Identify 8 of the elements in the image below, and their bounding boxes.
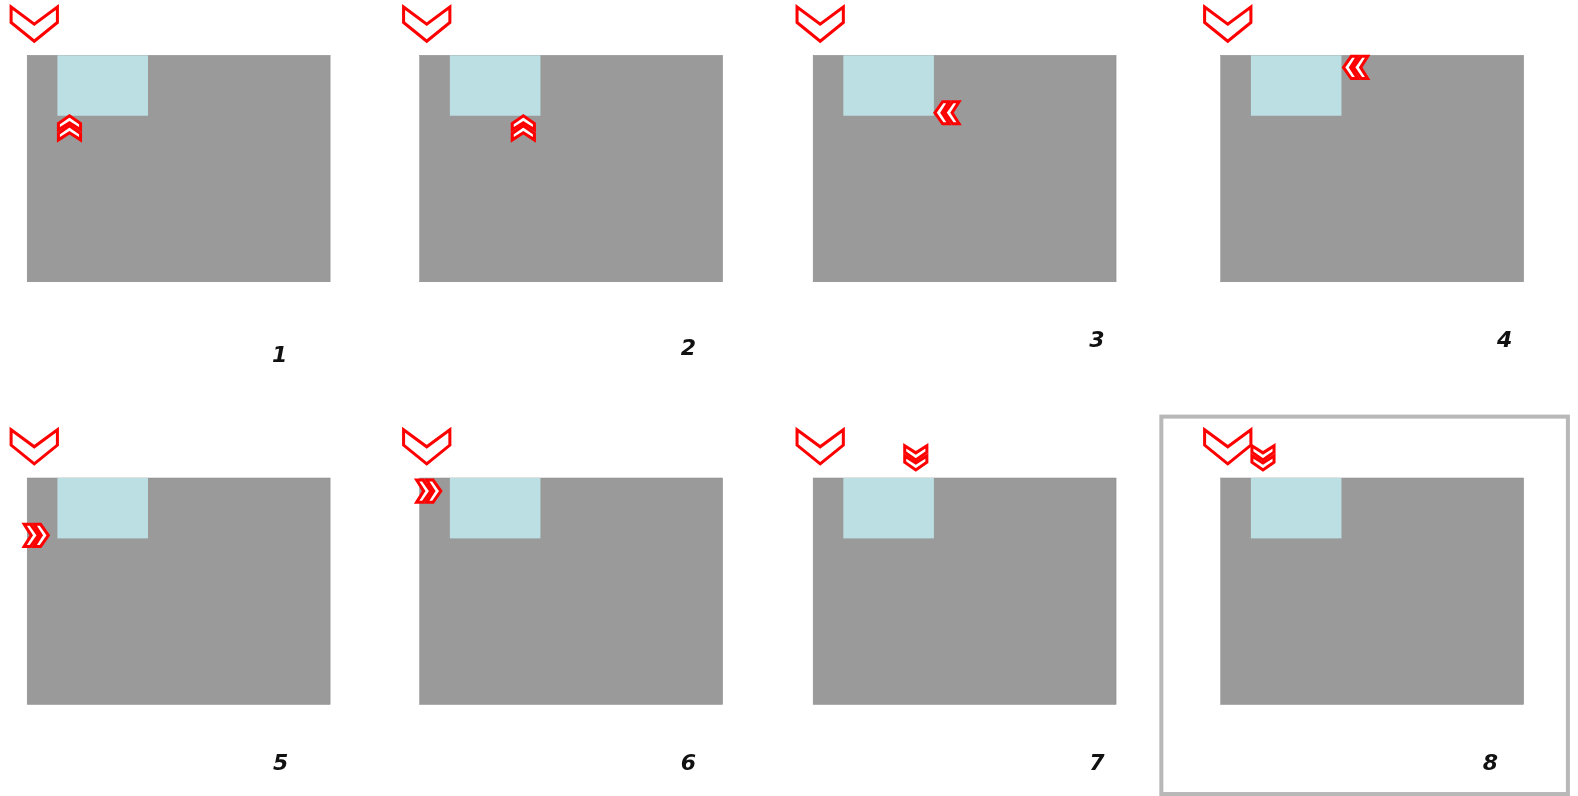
panel-number: 1 <box>272 341 288 367</box>
panel-number: 4 <box>1496 326 1513 352</box>
panel-number: 5 <box>273 749 289 775</box>
panel-number: 7 <box>1089 749 1105 775</box>
panel-number: 3 <box>1089 326 1105 352</box>
panel-number: 2 <box>680 334 696 360</box>
panel-number: 6 <box>680 749 696 775</box>
panel-number: 8 <box>1482 749 1499 775</box>
